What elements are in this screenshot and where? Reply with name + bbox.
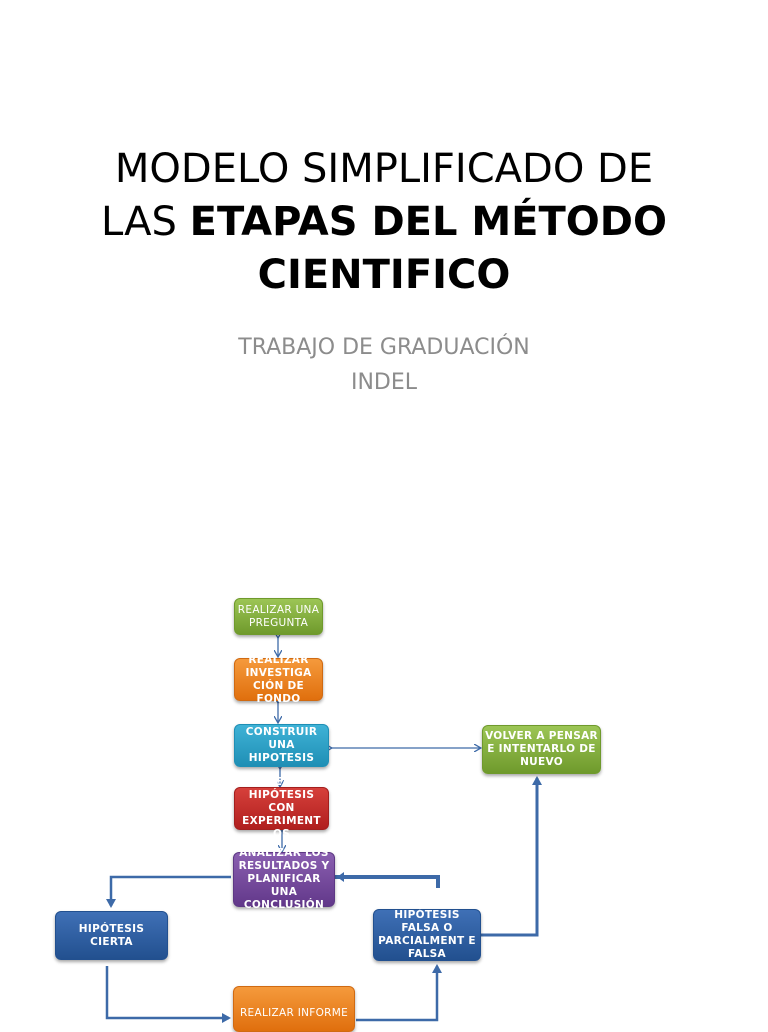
step-label: CONSTRUIR UNA HIPOTESIS	[245, 726, 318, 764]
step-analizar-resultados: ANALIZAR LOS RESULTADOS Y PLANIFICAR UNA…	[233, 847, 335, 911]
connector-informe-falsa	[356, 964, 442, 1022]
slide-title: MODELO SIMPLIFICADO DE LAS ETAPAS DEL MÉ…	[40, 143, 728, 302]
step-hipotesis-cierta: HIPÓTESIS CIERTA	[55, 911, 168, 960]
step-label: REALIZAR UNA PREGUNTA	[237, 603, 320, 629]
title-regular-line1: MODELO SIMPLIFICADO DE	[114, 146, 654, 192]
subtitle-line1: TRABAJO DE GRADUACIÓN	[238, 335, 530, 360]
step-realizar-informe: REALIZAR INFORME	[233, 986, 355, 1032]
connector-cierta-informe	[105, 966, 231, 1023]
step-label: HIPÓTESIS FALSA O PARCIALMENT E FALSA	[378, 909, 476, 960]
subtitle-line2: INDEL	[350, 370, 418, 395]
step-label: REALIZAR INFORME	[239, 1007, 349, 1019]
title-regular-line2: LAS	[100, 199, 190, 245]
connector-analizar-falsa	[335, 875, 440, 888]
connector-analizar-cierta	[106, 875, 231, 908]
step-label: HIPÓTESIS CIERTA	[78, 922, 145, 948]
connector-falsa-volver	[481, 776, 542, 937]
title-bold-line1: ETAPAS DEL MÉTODO	[189, 199, 668, 245]
step-label: VOLVER A PENSAR E INTENTARLO DE NUEVO	[485, 730, 598, 768]
slide-subtitle: TRABAJO DE GRADUACIÓN INDEL	[84, 330, 684, 400]
title-bold-line2: CIENTIFICO	[257, 252, 511, 298]
step-label: REALIZAR INVESTIGA CIÓN DE FONDO	[245, 653, 312, 705]
step-label: TESTEAR LA HIPÓTESIS CON EXPERIMENT OS	[242, 776, 321, 840]
step-construir-hipotesis: CONSTRUIR UNA HIPOTESIS	[234, 724, 329, 767]
step-hipotesis-falsa: HIPÓTESIS FALSA O PARCIALMENT E FALSA	[373, 909, 481, 961]
step-label: ANALIZAR LOS RESULTADOS Y PLANIFICAR UNA…	[238, 847, 330, 911]
step-realizar-pregunta: REALIZAR UNA PREGUNTA	[234, 598, 323, 635]
step-volver-intentar: VOLVER A PENSAR E INTENTARLO DE NUEVO	[482, 725, 601, 774]
step-investigacion-fondo: REALIZAR INVESTIGA CIÓN DE FONDO	[234, 654, 323, 705]
step-testear-hipotesis: TESTEAR LA HIPÓTESIS CON EXPERIMENT OS	[234, 776, 329, 840]
